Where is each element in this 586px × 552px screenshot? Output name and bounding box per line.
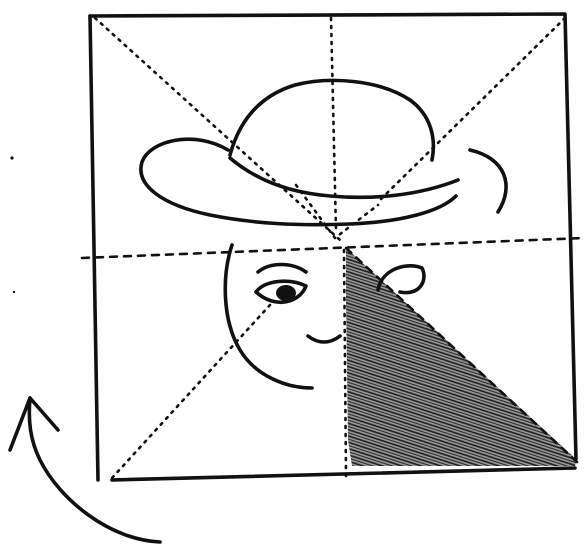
rotate-arrow-icon xyxy=(10,398,160,542)
horizontal-fold-line xyxy=(82,238,584,258)
nose-mouth xyxy=(308,336,340,342)
diagonal-fold-line-b xyxy=(380,18,565,200)
square-left-edge xyxy=(90,16,98,480)
eye-left-pupil xyxy=(276,285,296,301)
bowler-hat xyxy=(141,80,506,238)
stray-dot-2 xyxy=(13,291,15,293)
hat-band xyxy=(230,158,458,197)
stray-dot xyxy=(10,156,13,159)
vertical-fold-line-lower xyxy=(344,250,346,476)
hat-brim-left xyxy=(141,139,456,225)
square-bottom-edge xyxy=(112,468,575,480)
diagonal-fold-line-c xyxy=(112,305,270,478)
diagonal-fold-line-a xyxy=(95,18,340,240)
eyebrow-left xyxy=(258,265,306,273)
hat-brim-right xyxy=(470,150,506,212)
